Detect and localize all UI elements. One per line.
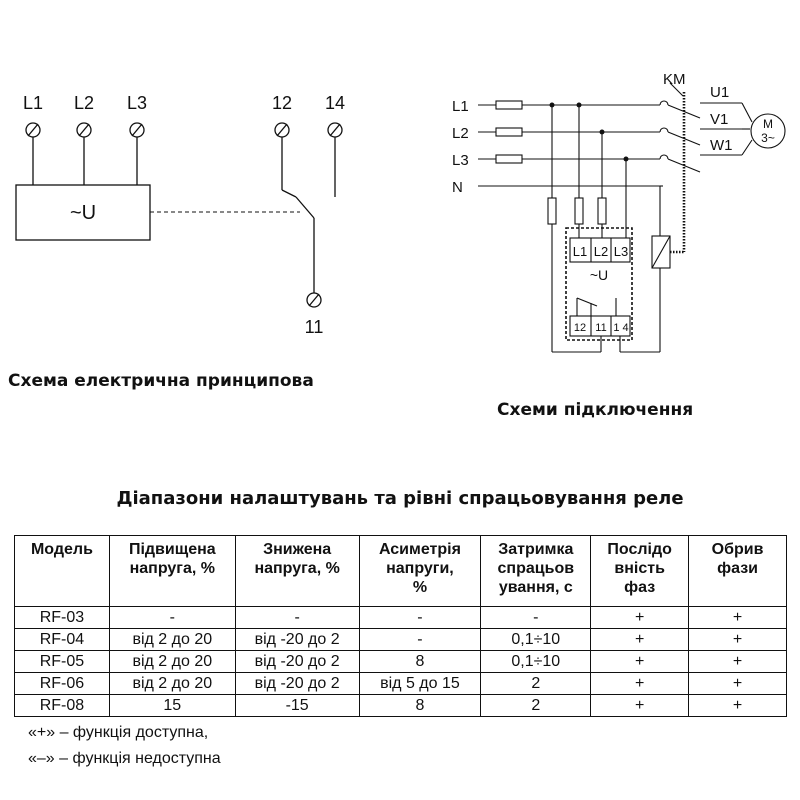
cell: + bbox=[590, 606, 690, 629]
connection-diagram: L1 L2 L3 N KM U1 V1 W1 M 3~ L1 L2 L3 ~U … bbox=[452, 71, 786, 353]
cell: - bbox=[108, 606, 236, 629]
cell: + bbox=[688, 606, 787, 629]
motor-phase-count: 3~ bbox=[761, 131, 775, 145]
table-row: RF-08 15 -15 8 2 + + bbox=[14, 694, 787, 717]
cell: - bbox=[358, 606, 482, 629]
line-label-l3: L3 bbox=[452, 152, 469, 169]
relay-input-l2: L2 bbox=[594, 244, 608, 259]
relay-output-12: 12 bbox=[574, 322, 586, 334]
cell: 0,1÷10 bbox=[480, 628, 592, 651]
cell: + bbox=[590, 672, 690, 695]
relay-supply-label: ~U bbox=[590, 267, 608, 283]
relay-box-label: ~U bbox=[70, 202, 96, 224]
contactor-label: KM bbox=[663, 71, 686, 88]
cell: 15 bbox=[108, 694, 236, 717]
cell: RF-08 bbox=[14, 694, 110, 717]
table-row: RF-05 від 2 до 20 від -20 до 2 8 0,1÷10 … bbox=[14, 650, 787, 673]
table-row: RF-04 від 2 до 20 від -20 до 2 - 0,1÷10 … bbox=[14, 628, 787, 651]
cell: RF-06 bbox=[14, 672, 110, 695]
cell: від -20 до 2 bbox=[234, 672, 360, 695]
cell: + bbox=[688, 628, 787, 651]
cell: від 2 до 20 bbox=[108, 650, 236, 673]
table-row: RF-06 від 2 до 20 від -20 до 2 від 5 до … bbox=[14, 672, 787, 695]
cell: RF-03 bbox=[14, 606, 110, 629]
cell: - bbox=[480, 606, 592, 629]
cell: 2 bbox=[480, 694, 592, 717]
line-label-n: N bbox=[452, 179, 463, 196]
principal-caption: Схема електрична принципова bbox=[8, 371, 314, 391]
terminal-label-l1: L1 bbox=[23, 93, 43, 113]
cell: + bbox=[688, 650, 787, 673]
principal-schematic: L1 L2 L3 12 14 11 ~U bbox=[15, 93, 345, 337]
cell: RF-05 bbox=[14, 650, 110, 673]
cell: від -20 до 2 bbox=[234, 650, 360, 673]
table-row: RF-03 - - - - + + bbox=[14, 606, 787, 629]
cell: + bbox=[590, 628, 690, 651]
motor-phase-w1: W1 bbox=[710, 137, 733, 154]
table-title: Діапазони налаштувань та рівні спрацьову… bbox=[116, 488, 684, 509]
terminal-label-l3: L3 bbox=[127, 93, 147, 113]
motor-label: M bbox=[763, 117, 773, 131]
legend-available: «+» – функція доступна, bbox=[28, 724, 209, 741]
motor-phase-u1: U1 bbox=[710, 84, 729, 101]
terminal-label-12: 12 bbox=[272, 93, 292, 113]
terminal-label-14: 14 bbox=[325, 93, 345, 113]
cell: - bbox=[234, 606, 360, 629]
cell: RF-04 bbox=[14, 628, 110, 651]
cell: від 2 до 20 bbox=[108, 628, 236, 651]
cell: - bbox=[358, 628, 482, 651]
cell: -15 bbox=[234, 694, 360, 717]
relay-input-l1: L1 bbox=[573, 244, 587, 259]
cell: 0,1÷10 bbox=[480, 650, 592, 673]
relay-output-14: 1 4 bbox=[613, 322, 628, 334]
cell: 8 bbox=[358, 650, 482, 673]
cell: від -20 до 2 bbox=[234, 628, 360, 651]
cell: + bbox=[590, 694, 690, 717]
cell: + bbox=[590, 650, 690, 673]
line-label-l1: L1 bbox=[452, 98, 469, 115]
motor-phase-v1: V1 bbox=[710, 111, 728, 128]
terminal-label-11: 11 bbox=[305, 317, 324, 337]
cell: + bbox=[688, 672, 787, 695]
cell: від 5 до 15 bbox=[358, 672, 482, 695]
cell: від 2 до 20 bbox=[108, 672, 236, 695]
cell: + bbox=[688, 694, 787, 717]
cell: 2 bbox=[480, 672, 592, 695]
connection-caption: Схеми підключення bbox=[497, 400, 694, 420]
relay-input-l3: L3 bbox=[614, 244, 628, 259]
terminal-label-l2: L2 bbox=[74, 93, 94, 113]
relay-output-11: 11 bbox=[595, 322, 606, 334]
legend-unavailable: «–» – функція недоступна bbox=[28, 750, 221, 767]
col-model: Модель bbox=[14, 535, 110, 607]
line-label-l2: L2 bbox=[452, 125, 469, 142]
cell: 8 bbox=[358, 694, 482, 717]
